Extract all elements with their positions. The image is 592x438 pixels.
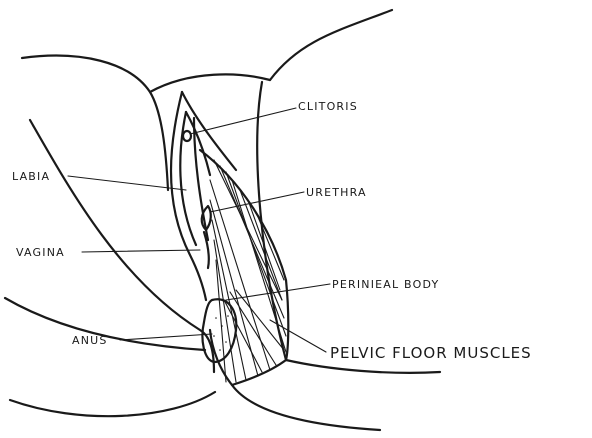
label-urethra: URETHRA [306,186,367,199]
label-labia: LABIA [12,170,50,183]
leader-lines [68,108,330,352]
leader-urethra [210,192,304,212]
leader-pelvic-floor-muscles [270,320,326,352]
leader-perinieal-body [226,284,330,300]
urethra-vagina-shape [202,206,211,268]
leader-clitoris [190,108,296,134]
labia-outline [171,92,236,300]
label-anus: ANUS [72,334,108,347]
leader-vagina [82,250,200,252]
label-clitoris: CLITORIS [298,100,358,113]
label-pelvic-floor-muscles: PELVIC FLOOR MUSCLES [330,344,532,362]
label-perinieal-body: PERINIEAL BODY [332,278,439,291]
leader-anus [120,334,212,340]
pelvic-floor-muscles-shape [200,150,288,385]
clitoris-shape [183,131,191,141]
label-vagina: VAGINA [16,246,65,259]
